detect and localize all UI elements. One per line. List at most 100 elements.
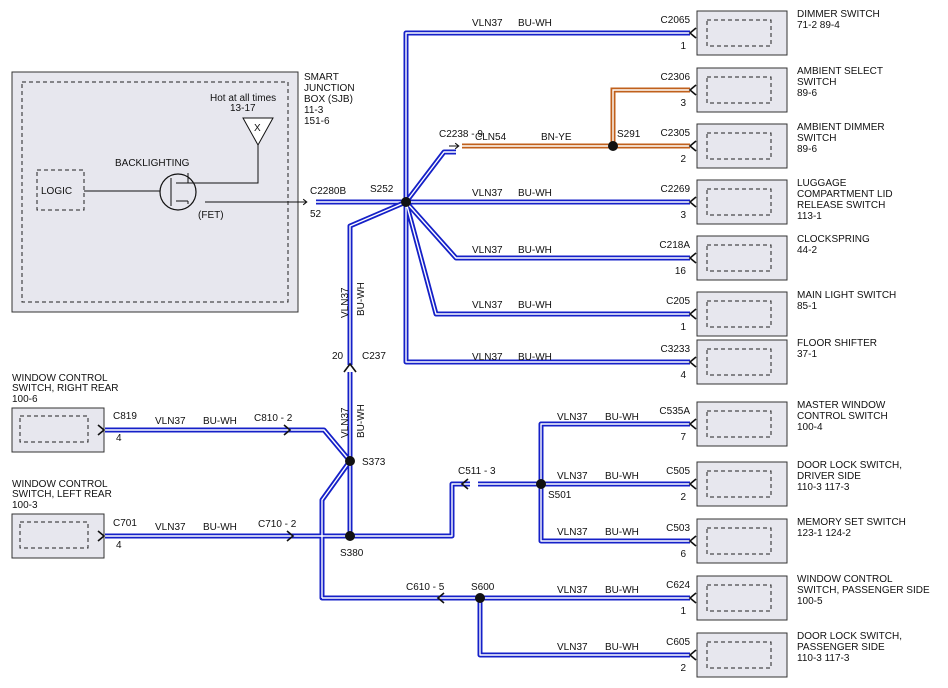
component-inner [706, 300, 772, 328]
svg-text:VLN37: VLN37 [472, 245, 503, 256]
component-body [696, 123, 788, 169]
component-name: MEMORY SET SWITCH [797, 517, 906, 528]
hot-label: Hot at all times [210, 93, 276, 104]
svg-text:VLN37: VLN37 [472, 300, 503, 311]
component-name-2: COMPARTMENT LID [797, 189, 893, 200]
component-body [696, 67, 788, 113]
c2238-label: C2238 - 9 [439, 129, 483, 140]
component-name: WINDOW CONTROL [797, 574, 893, 585]
smart-junction-box[interactable]: LOGIC X BACKLIGHTING (FET) Hot at all ti… [11, 71, 355, 313]
pin-label: 7 [680, 432, 686, 443]
svg-text:VLN37: VLN37 [472, 188, 503, 199]
component-body [696, 339, 788, 385]
pin-label: 2 [680, 154, 686, 165]
svg-text:BU-WH: BU-WH [605, 527, 639, 538]
pin-label: 1 [680, 606, 686, 617]
s380-label: S380 [340, 548, 364, 559]
svg-text:BU-WH: BU-WH [605, 471, 639, 482]
component-ref: 89-6 [797, 144, 817, 155]
sjb-title-3: BOX (SJB) [304, 94, 353, 105]
sjb-title-2: JUNCTION [304, 83, 355, 94]
s501-label: S501 [548, 490, 572, 501]
svg-text:BU-WH: BU-WH [605, 642, 639, 653]
ambient-wires [462, 87, 690, 149]
buwh-vert-2: BU-WH [356, 404, 367, 438]
connector-label: C2306 [661, 72, 691, 83]
svg-text:VLN37: VLN37 [557, 412, 588, 423]
component-ref: 100-5 [797, 596, 823, 607]
c511-label: C511 - 3 [458, 466, 496, 477]
connector-symbol [688, 649, 697, 661]
svg-text:VLN37: VLN37 [472, 18, 503, 29]
component-name: DOOR LOCK SWITCH, [797, 631, 902, 642]
left-component-2-connector: C701 [113, 518, 137, 529]
component-inner [706, 348, 772, 376]
component-ref: 37-1 [797, 349, 817, 360]
c2280b-pin: 52 [310, 209, 322, 220]
s291-label: S291 [617, 129, 641, 140]
svg-text:BU-WH: BU-WH [518, 188, 552, 199]
pin-label: 2 [680, 663, 686, 674]
svg-text:SWITCH, RIGHT REAR: SWITCH, RIGHT REAR [12, 383, 118, 394]
component-body [696, 518, 788, 564]
svg-text:BU-WH: BU-WH [203, 522, 237, 533]
connector-symbol [688, 252, 697, 264]
connector-symbol [688, 356, 697, 368]
component-ref: 71-2 89-4 [797, 20, 840, 31]
sjb-body [11, 71, 299, 313]
component-body [696, 461, 788, 507]
logic-box [36, 169, 85, 211]
s501-dot [536, 479, 546, 489]
component-body [696, 179, 788, 225]
left-component-1[interactable]: WINDOW CONTROL SWITCH, RIGHT REAR 100-6 … [11, 373, 137, 453]
component-inner [706, 584, 772, 612]
connector-symbol [688, 418, 697, 430]
sjb-title-1: SMART [304, 72, 339, 83]
sjb-ref-1: 11-3 [304, 105, 324, 116]
connector-label: C505 [666, 466, 690, 477]
connector-symbol [688, 478, 697, 490]
svg-text:BU-WH: BU-WH [203, 416, 237, 427]
vln37-vert-1: VLN37 [340, 287, 351, 318]
left-component-1-connector: C819 [113, 411, 137, 422]
component-name-3: RELEASE SWITCH [797, 200, 885, 211]
pin-label: 3 [680, 98, 686, 109]
component-name: DOOR LOCK SWITCH, [797, 460, 902, 471]
pin-label: 2 [680, 492, 686, 503]
svg-text:BU-WH: BU-WH [518, 352, 552, 363]
svg-text:VLN37: VLN37 [155, 416, 186, 427]
connector-symbol [688, 140, 697, 152]
component-name-2: PASSENGER SIDE [797, 642, 885, 653]
component-name-2: SWITCH, PASSENGER SIDE [797, 585, 930, 596]
svg-text:VLN37: VLN37 [557, 642, 588, 653]
fuse-mark: X [254, 123, 261, 134]
component-name-2: SWITCH [797, 77, 836, 88]
left-component-2-name: WINDOW CONTROL [12, 479, 108, 490]
component-name: MAIN LIGHT SWITCH [797, 290, 896, 301]
component-name: DIMMER SWITCH [797, 9, 880, 20]
fuse-icon [242, 117, 274, 147]
svg-text:4: 4 [116, 433, 122, 444]
component-inner [706, 470, 772, 498]
left-component-2[interactable]: WINDOW CONTROL SWITCH, LEFT REAR 100-3 C… [11, 479, 137, 559]
component-inner [706, 19, 772, 47]
component-body [696, 575, 788, 621]
c610-label: C610 - 5 [406, 582, 445, 593]
s252-dot [401, 197, 411, 207]
component-ref: 44-2 [797, 245, 817, 256]
fet-label: (FET) [198, 210, 224, 221]
component-inner [706, 527, 772, 555]
connector-symbol [688, 27, 697, 39]
